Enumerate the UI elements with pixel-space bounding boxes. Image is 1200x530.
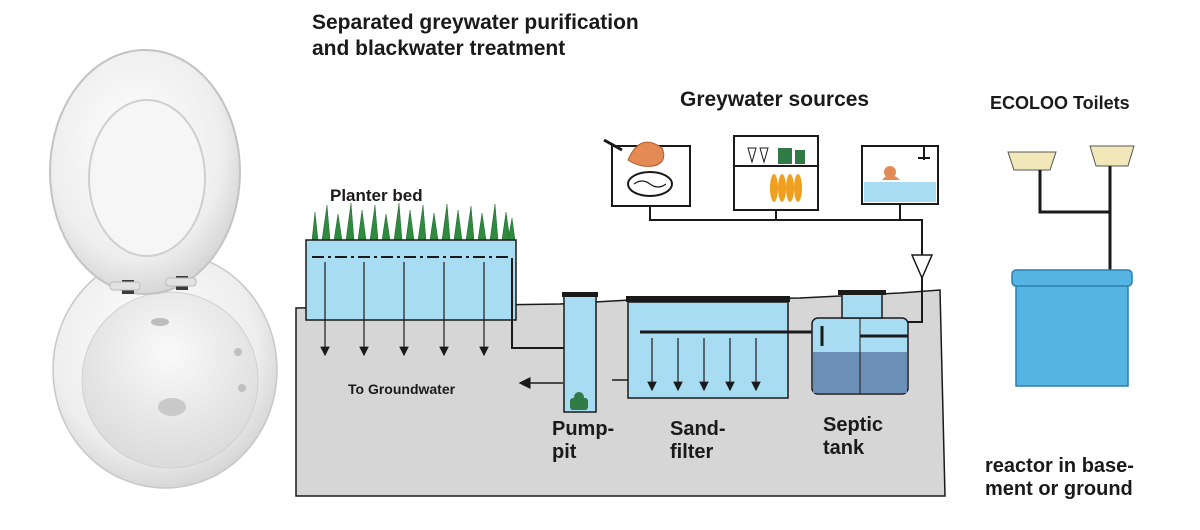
greywater-sources-label: Greywater sources (680, 88, 870, 111)
diagram-title: Separated greywater purification and bla… (312, 11, 639, 61)
infiltration-arrows (320, 262, 489, 357)
pump-icon (570, 392, 588, 410)
septic-tank-label: Septic tank (823, 414, 884, 459)
reactor-bin (1015, 273, 1129, 387)
sink-icon (603, 138, 691, 207)
planter-bed-label: Planter bed (330, 186, 423, 205)
ecoloo-system (1007, 145, 1135, 387)
toilet-bowl-icon (1007, 145, 1135, 171)
planter-grass (311, 202, 516, 241)
greywater-pipes (649, 205, 923, 323)
bathtub-shower-icon (861, 145, 939, 205)
pump-pit-label: Pump- pit (552, 418, 615, 463)
to-groundwater-label: To Groundwater (348, 381, 456, 397)
greywater-inflow-arrow (910, 254, 934, 280)
septic-tank (811, 290, 909, 395)
reactor-label: reactor in base- ment or ground (985, 455, 1134, 500)
toilet-seat-photo-icon (49, 49, 278, 489)
pump-pit (562, 292, 598, 413)
sand-filter (612, 296, 822, 399)
kitchen-shelf-icon (733, 135, 819, 211)
planter-bed (305, 202, 517, 321)
ecoloo-toilets-label: ECOLOO Toilets (990, 93, 1130, 113)
sand-filter-label: Sand- filter (670, 418, 726, 463)
